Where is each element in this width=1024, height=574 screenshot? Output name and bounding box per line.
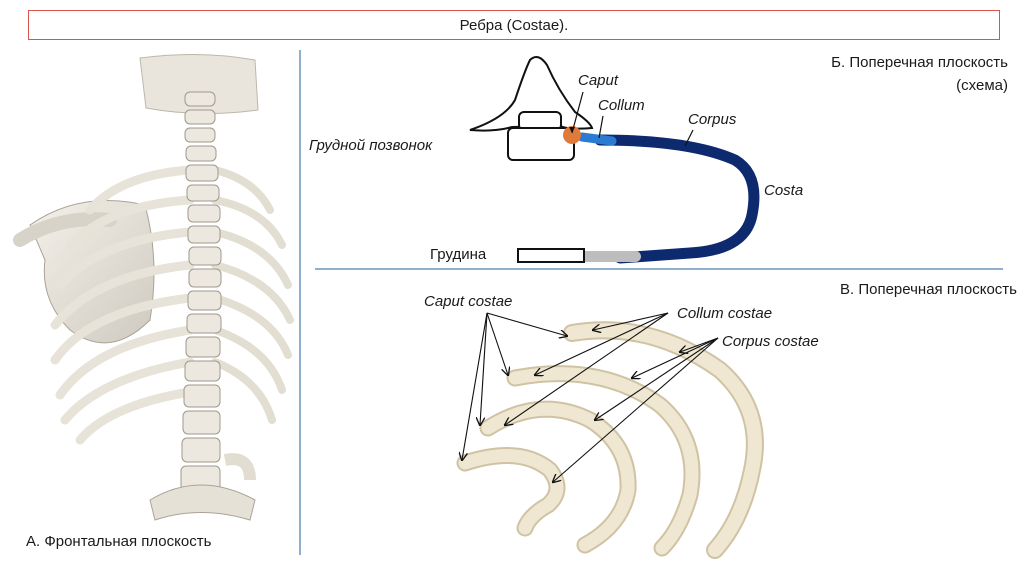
label-caput: Caput [578,72,619,89]
label-costa: Costa [764,182,804,199]
vertical-divider [299,50,301,555]
skeleton-illustration [13,53,294,521]
sternum-shape [517,248,585,263]
label-collum: Collum [598,97,645,114]
panel-b-heading-1: Б. Поперечная плоскость [831,54,1008,71]
label-sternum: Грудина [430,246,487,263]
vertebral-body [507,127,575,161]
label-vertebra: Грудной позвонок [309,137,433,154]
arrows-corpus-costae [553,337,719,482]
label-corpus-costae: Corpus costae [722,333,819,350]
rib-collum [577,132,617,146]
costal-cartilage [577,251,641,262]
rib-costa [594,134,760,264]
panel-c-heading: В. Поперечная плоскость [840,281,1017,298]
arrows-caput-costae [462,312,567,460]
slide-title: Ребра (Costae). [28,10,1000,40]
label-corpus: Corpus [688,111,737,128]
panel-a-caption: А. Фронтальная плоскость [26,533,212,550]
horizontal-divider [315,268,1003,270]
panel-b-heading-2: (схема) [956,77,1008,94]
arrows-collum-costae [505,312,669,425]
label-collum-costae: Collum costae [677,305,773,322]
label-caput-costae: Caput costae [424,293,513,310]
rib-caput [563,126,581,144]
